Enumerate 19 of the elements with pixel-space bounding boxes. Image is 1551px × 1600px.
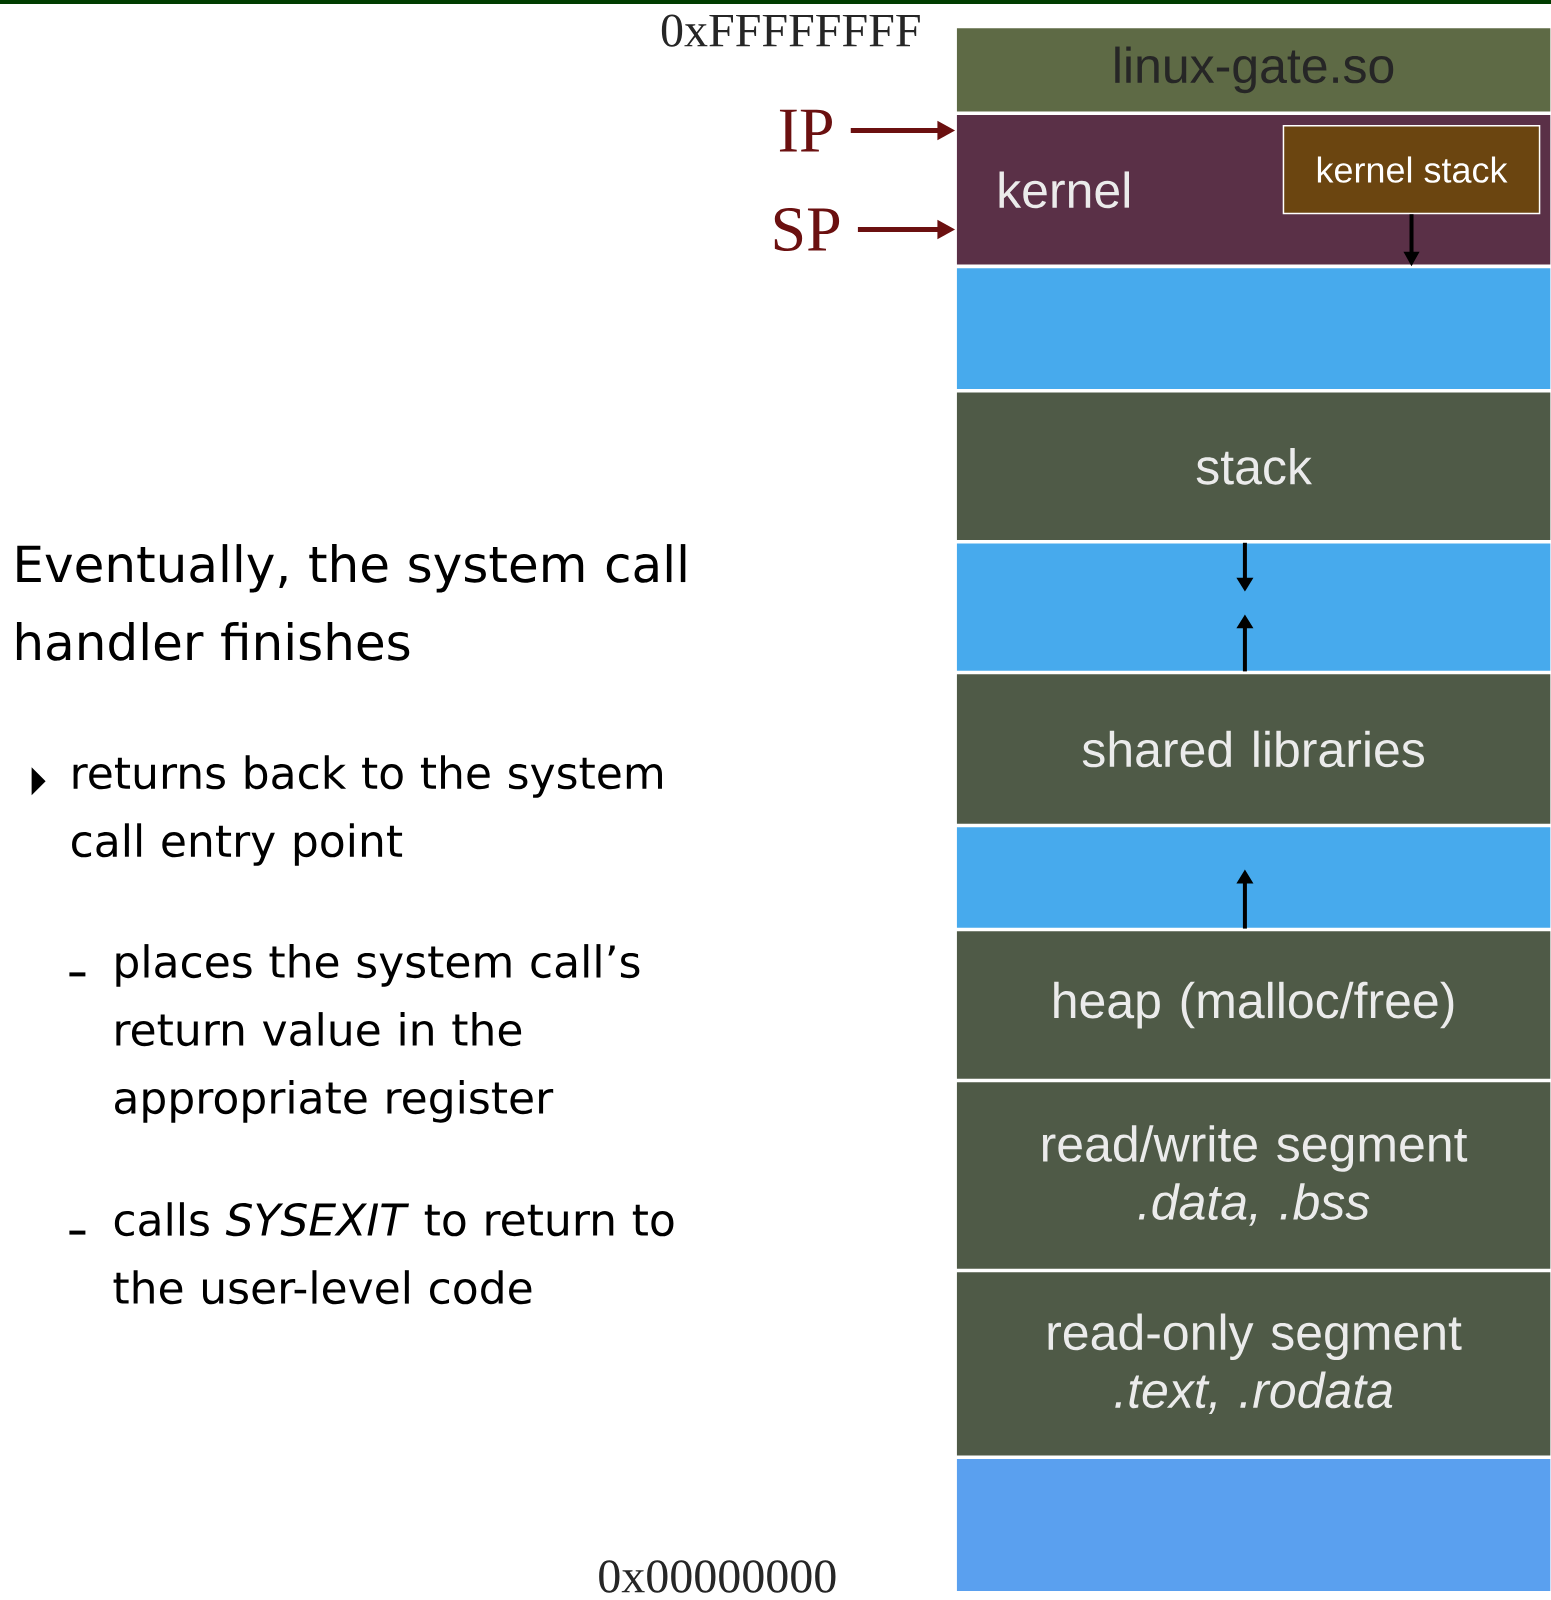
register-label: IP [779, 109, 832, 152]
memory-region [955, 542, 1551, 673]
register-label: SP [774, 208, 840, 252]
memory-region [955, 1457, 1551, 1593]
heading-text: Eventually, the system call handler finishes [16, 544, 686, 661]
memory-segment: stack [955, 391, 1551, 542]
address-label: 0xFFFFFFFF [661, 14, 920, 47]
bullet-text: returns back to the system call entry point [72, 755, 662, 866]
bullet-text: places the system call’s return value in the appropriate register [115, 944, 640, 1123]
bullet-text: calls SYSEXIT to return to the user-level code [113, 1202, 674, 1305]
memory-region [955, 825, 1551, 930]
memory-segment: read/write segment .data, .bss [955, 1080, 1551, 1271]
memory-segment: linux-gate.so [955, 26, 1551, 113]
kernel-stack-box: kernel stack [1282, 125, 1541, 215]
memory-segment: heap (malloc/free) [955, 929, 1551, 1081]
memory-segment: read-only segment .text, .rodata [955, 1270, 1551, 1457]
memory-segment: shared libraries [955, 672, 1551, 826]
address-label: 0x00000000 [599, 1560, 836, 1593]
memory-region [955, 266, 1551, 391]
